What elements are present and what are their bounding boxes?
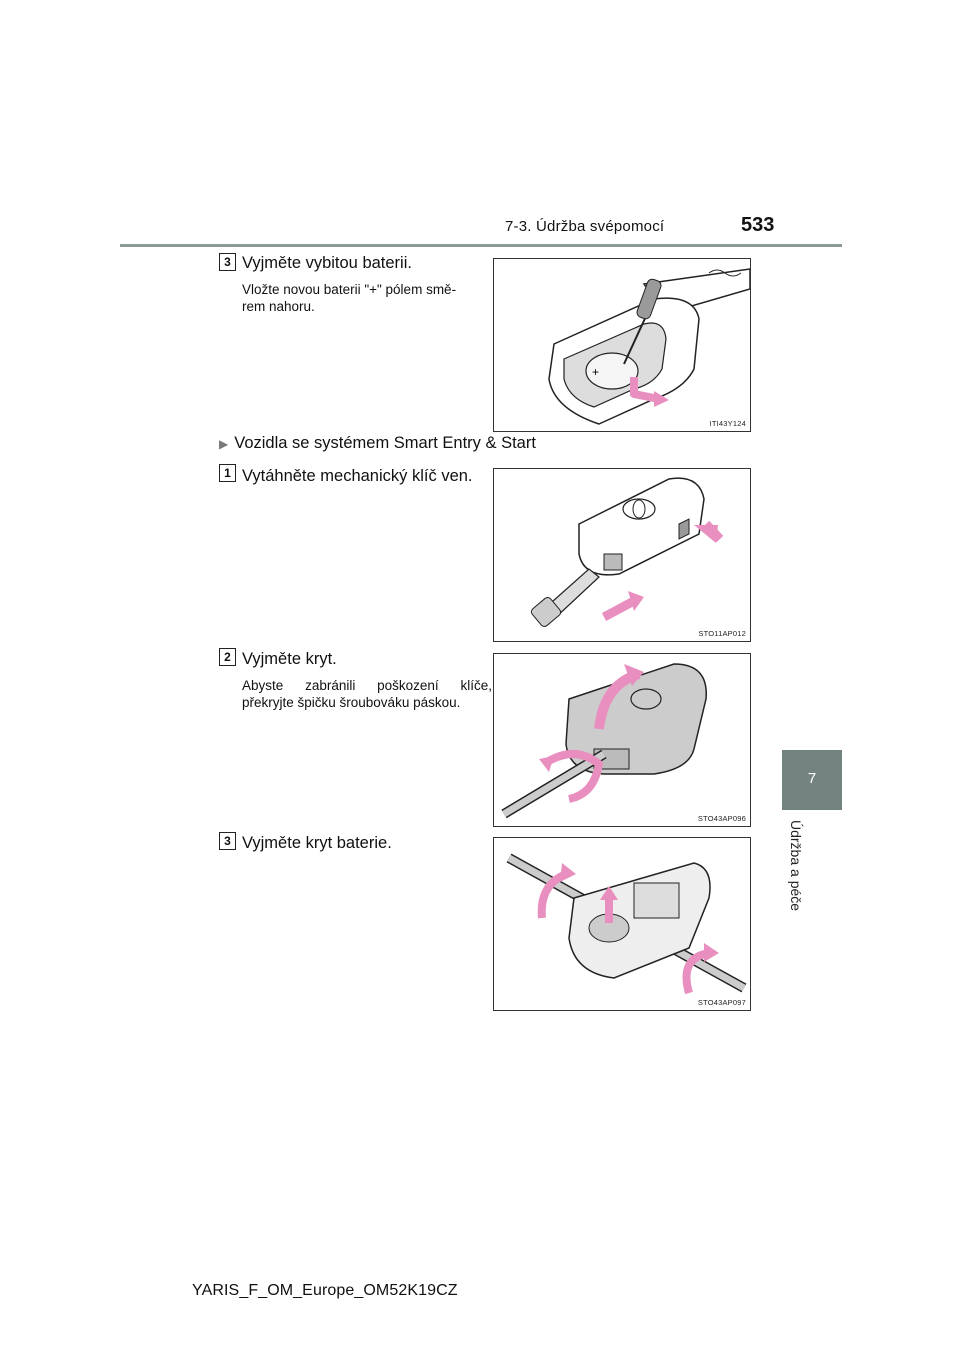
figure-code: STO43AP097 [697,998,746,1007]
sub-heading: ▶ Vozidla se systémem Smart Entry & Start [219,434,536,453]
step-number: 2 [219,648,236,666]
chapter-label: Údržba a péče [788,820,804,912]
smart-key-illustration [530,477,724,628]
svg-text:+: + [592,365,599,379]
chapter-number: 7 [807,770,817,787]
step-text: Vytáhněte mechanický klíč ven. [242,467,473,485]
key-cover-illustration [501,663,707,819]
figure-code: STO11AP012 [698,629,746,638]
step-note: Abyste zabránili poškození klíče, překry… [242,678,492,710]
footer-document-id: YARIS_F_OM_Europe_OM52K19CZ [192,1282,458,1299]
chapter-tab [782,750,842,810]
page-number: 533 [741,214,775,236]
figure-code: STO43AP096 [697,814,746,823]
header-rule [120,244,842,247]
key-battery-illustration: + [548,268,751,425]
battery-cover-illustration [506,853,747,995]
figure-remove-cover: STO43AP096 [493,653,751,827]
step-text: Vyjměte kryt baterie. [242,834,392,852]
sub-heading-text: Vozidla se systémem Smart Entry & Start [234,434,536,452]
step-note: Vložte novou baterii "+" pólem smě- rem … [242,282,457,314]
section-title: 7-3. Údržba svépomocí [505,218,665,235]
figure-remove-battery: + ITI43Y124 [493,258,751,432]
step-number: 1 [219,464,236,482]
step-number: 3 [219,832,236,850]
step-text: Vyjměte kryt. [242,650,337,668]
step-number: 3 [219,253,236,271]
figure-code: ITI43Y124 [709,419,746,428]
step-text: Vyjměte vybitou baterii. [242,254,412,272]
triangle-right-icon: ▶ [219,437,229,451]
figure-pull-key: STO11AP012 [493,468,751,642]
figure-remove-battery-cover: STO43AP097 [493,837,751,1011]
